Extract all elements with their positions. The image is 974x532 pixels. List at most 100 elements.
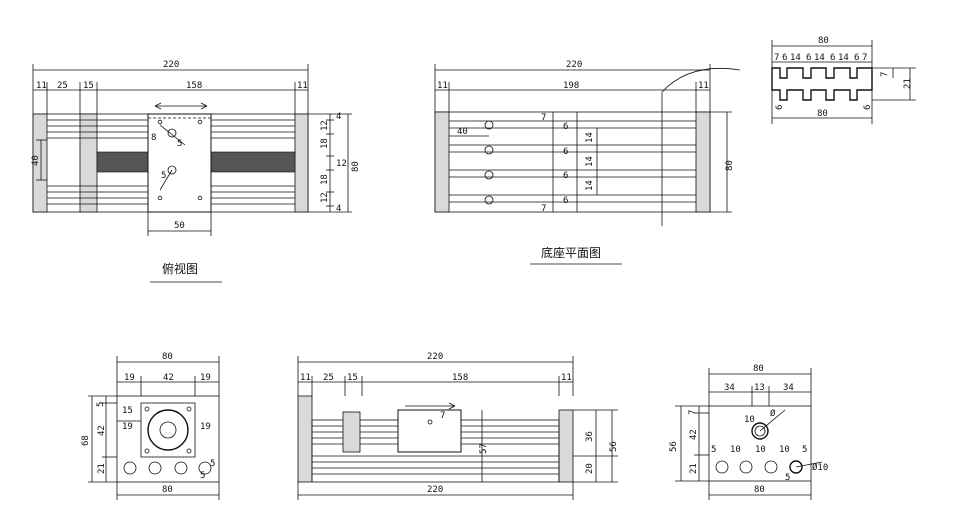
left-end-left-3: 21 — [97, 463, 107, 474]
right-end-bore-1: 10 — [744, 415, 755, 425]
right-end-hole-1: 5 — [711, 445, 716, 455]
section-top-seg-9: 7 — [862, 53, 867, 63]
left-end-bottom-dim: 80 — [162, 485, 173, 495]
left-end-left-2: 42 — [97, 425, 107, 436]
section-top-seg-6: 6 — [830, 53, 835, 63]
section-left-small-1: 6 — [775, 105, 785, 110]
left-end-top-seg-1: 19 — [124, 373, 135, 383]
caption-base-plan: 底座平面图 — [541, 245, 601, 260]
left-end-inner-3: 19 — [200, 422, 211, 432]
base-plan-seg-2: 198 — [563, 81, 579, 91]
right-end-hole-2: 10 — [730, 445, 741, 455]
top-view-right-7: 4 — [336, 204, 341, 214]
section-right-2: 21 — [903, 78, 913, 89]
section-top-seg-7: 14 — [838, 53, 849, 63]
top-view-seg-2: 25 — [57, 81, 68, 91]
section-right-1: 7 — [880, 72, 890, 77]
base-plan-slot-6: 6 — [563, 171, 568, 181]
left-end-small-2: 5 — [210, 459, 215, 469]
base-plan-seg-3: 11 — [698, 81, 709, 91]
top-view: 220 11 25 15 158 11 — [31, 60, 361, 283]
top-view-right-4: 12 — [336, 159, 347, 169]
base-plan-right-dim: 80 — [725, 160, 735, 171]
front-view-right-total: 56 — [609, 441, 619, 452]
right-end-top-seg-3: 34 — [783, 383, 794, 393]
base-plan-slot-2: 6 — [563, 122, 568, 132]
top-view-seg-4: 158 — [186, 81, 202, 91]
top-view-right-5: 18 — [320, 174, 330, 185]
left-end-small-1: 5 — [200, 471, 205, 481]
right-end-hole-4: 10 — [779, 445, 790, 455]
base-plan-slot-8: 6 — [563, 196, 568, 206]
left-end-top-seg-3: 19 — [200, 373, 211, 383]
section-top-seg-1: 7 — [774, 53, 779, 63]
base-plan-slot-3: 14 — [585, 132, 595, 143]
section-top-seg-4: 6 — [806, 53, 811, 63]
top-view-right-3: 18 — [320, 138, 330, 149]
base-plan-overall-dim: 220 — [566, 60, 582, 70]
top-view-overall-dim: 220 — [163, 60, 179, 70]
top-view-right-2: 12 — [320, 120, 330, 131]
right-end-left-total: 56 — [669, 441, 679, 452]
section-left-small-2: 6 — [863, 105, 873, 110]
base-plan-slot-7: 14 — [585, 180, 595, 191]
right-end-top-seg-1: 34 — [724, 383, 735, 393]
section-top-seg-3: 14 — [790, 53, 801, 63]
left-end-left-1: 5 — [96, 402, 106, 407]
left-end-top-seg-2: 42 — [163, 373, 174, 383]
front-view-right-1: 36 — [585, 431, 595, 442]
front-view-seg-2: 25 — [323, 373, 334, 383]
top-view-seg-3: 15 — [83, 81, 94, 91]
front-view-overall-dim: 220 — [427, 352, 443, 362]
right-end-left-3: 21 — [689, 463, 699, 474]
right-end-bore-2: Ø — [770, 408, 776, 419]
front-view-seg-3: 15 — [347, 373, 358, 383]
section-top-seg-8: 6 — [854, 53, 859, 63]
top-view-left-dim: 40 — [31, 155, 41, 166]
top-view-small-2: 5 — [177, 139, 182, 149]
left-end-inner-2: 19 — [122, 422, 133, 432]
right-end-bottom-dim: 80 — [754, 485, 765, 495]
section-top-seg-5: 14 — [814, 53, 825, 63]
base-plan-view: 220 11 198 11 40 7 6 14 6 14 6 14 6 — [434, 60, 741, 265]
left-end-view: 80 19 42 19 15 19 19 5 42 21 68 — [81, 352, 220, 500]
front-view-right-2: 20 — [585, 463, 595, 474]
base-plan-seg-1: 11 — [437, 81, 448, 91]
right-end-top-dim: 80 — [753, 364, 764, 374]
base-plan-slot-5: 14 — [585, 156, 595, 167]
front-view: 220 11 25 15 158 11 7 57 36 — [297, 352, 619, 500]
right-end-hole-dia: Ø10 — [812, 462, 828, 473]
front-view-seg-5: 11 — [561, 373, 572, 383]
right-end-hole-3: 10 — [755, 445, 766, 455]
left-end-inner-1: 15 — [122, 406, 133, 416]
section-bottom-dim: 80 — [817, 109, 828, 119]
right-end-left-1: 7 — [688, 410, 698, 415]
section-detail: 80 7 6 14 6 14 6 14 6 7 80 7 21 6 6 — [771, 36, 916, 124]
right-end-hole-5: 5 — [802, 445, 807, 455]
front-view-small: 7 — [440, 411, 445, 421]
front-view-bottom-dim: 220 — [427, 485, 443, 495]
left-end-top-dim: 80 — [162, 352, 173, 362]
top-view-small-1: 8 — [151, 133, 156, 143]
front-view-seg-4: 158 — [452, 373, 468, 383]
base-plan-slot-9: 7 — [541, 204, 546, 214]
top-view-right-6: 12 — [320, 192, 330, 203]
caption-top-view: 俯视图 — [162, 261, 198, 276]
section-top-dim: 80 — [818, 36, 829, 46]
top-view-small-3: 5 — [161, 171, 166, 181]
base-plan-slot-4: 6 — [563, 147, 568, 157]
top-view-right-total: 80 — [351, 161, 361, 172]
section-top-seg-2: 6 — [782, 53, 787, 63]
base-plan-slot-1: 7 — [541, 113, 546, 123]
right-end-top-seg-2: 13 — [754, 383, 765, 393]
base-plan-left-dim: 40 — [457, 127, 468, 137]
front-view-seg-1: 11 — [300, 373, 311, 383]
right-end-left-2: 42 — [689, 429, 699, 440]
top-view-seg-1: 11 — [36, 81, 47, 91]
right-end-small: 5 — [785, 473, 790, 483]
right-end-view: 80 34 13 34 10 Ø 5 10 10 10 5 Ø10 5 7 42… — [669, 364, 828, 500]
top-view-seg-5: 11 — [297, 81, 308, 91]
top-view-carriage-width: 50 — [174, 221, 185, 231]
top-view-right-1: 4 — [336, 112, 341, 122]
